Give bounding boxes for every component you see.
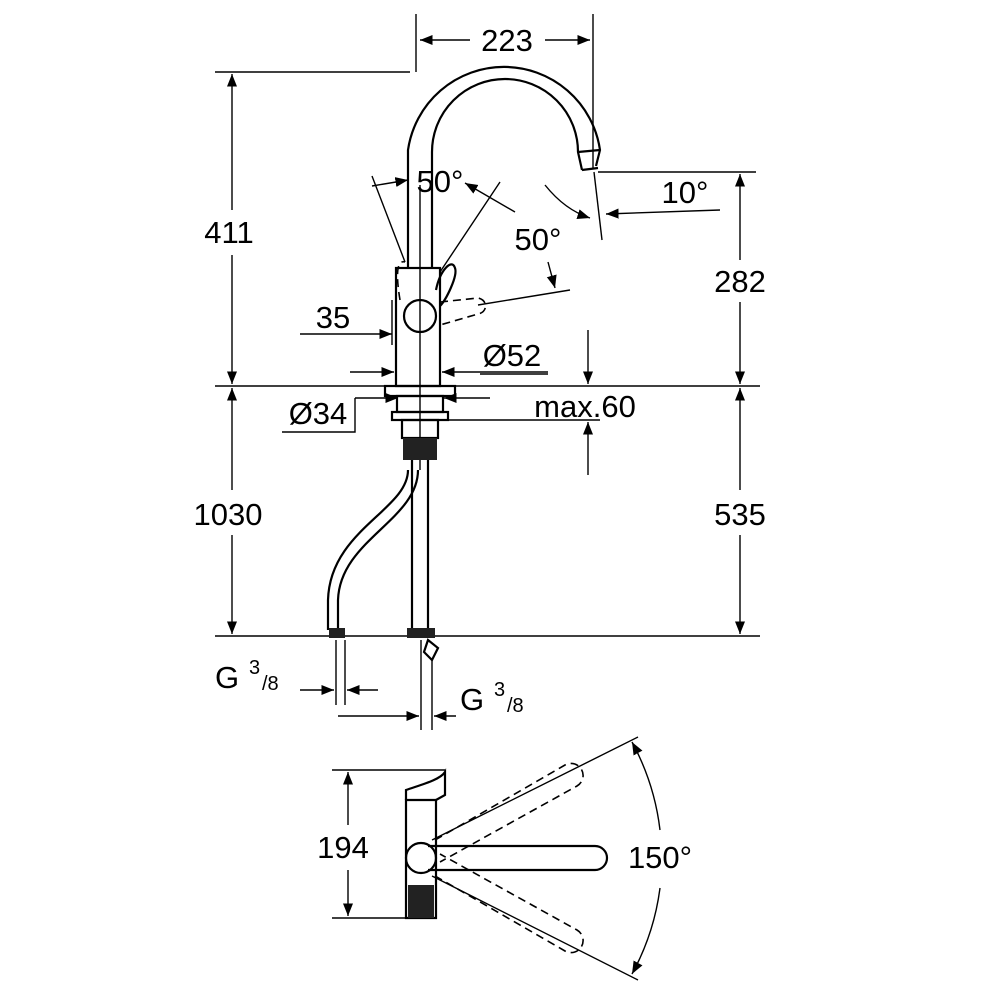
dimension-lines bbox=[226, 34, 746, 722]
label-thread-right: G 3 /8 bbox=[460, 679, 524, 717]
label-body-diameter: Ø52 bbox=[483, 338, 542, 373]
dimension-labels: 223 411 50° 50° 10° 282 35 Ø52 Ø34 max.6… bbox=[194, 23, 766, 875]
thread-right-den: /8 bbox=[507, 695, 524, 717]
label-hose-length: 1030 bbox=[194, 497, 263, 532]
faucet-side-view bbox=[326, 65, 602, 730]
thread-right-num: 3 bbox=[494, 679, 505, 701]
thread-right-g: G bbox=[460, 682, 484, 717]
label-max-deck-thickness: max.60 bbox=[534, 389, 636, 424]
label-lever-angle-right: 50° bbox=[515, 222, 562, 257]
label-lever-angle-left: 50° bbox=[417, 164, 464, 199]
thread-left-g: G bbox=[215, 660, 239, 695]
label-shank-length: 535 bbox=[714, 497, 766, 532]
faucet-top-view bbox=[332, 736, 661, 981]
label-hole-diameter: Ø34 bbox=[289, 396, 348, 431]
label-lever-offset: 35 bbox=[316, 300, 350, 335]
label-spout-tilt: 10° bbox=[662, 175, 709, 210]
label-spout-height: 282 bbox=[714, 264, 766, 299]
thread-left-den: /8 bbox=[262, 673, 279, 695]
label-spout-reach: 223 bbox=[481, 23, 533, 58]
thread-left-num: 3 bbox=[249, 657, 260, 679]
label-top-view-depth: 194 bbox=[317, 830, 369, 865]
label-thread-left: G 3 /8 bbox=[215, 657, 279, 695]
label-swivel-angle: 150° bbox=[628, 840, 692, 875]
reference-lines bbox=[215, 14, 760, 637]
label-total-height: 411 bbox=[204, 215, 253, 250]
